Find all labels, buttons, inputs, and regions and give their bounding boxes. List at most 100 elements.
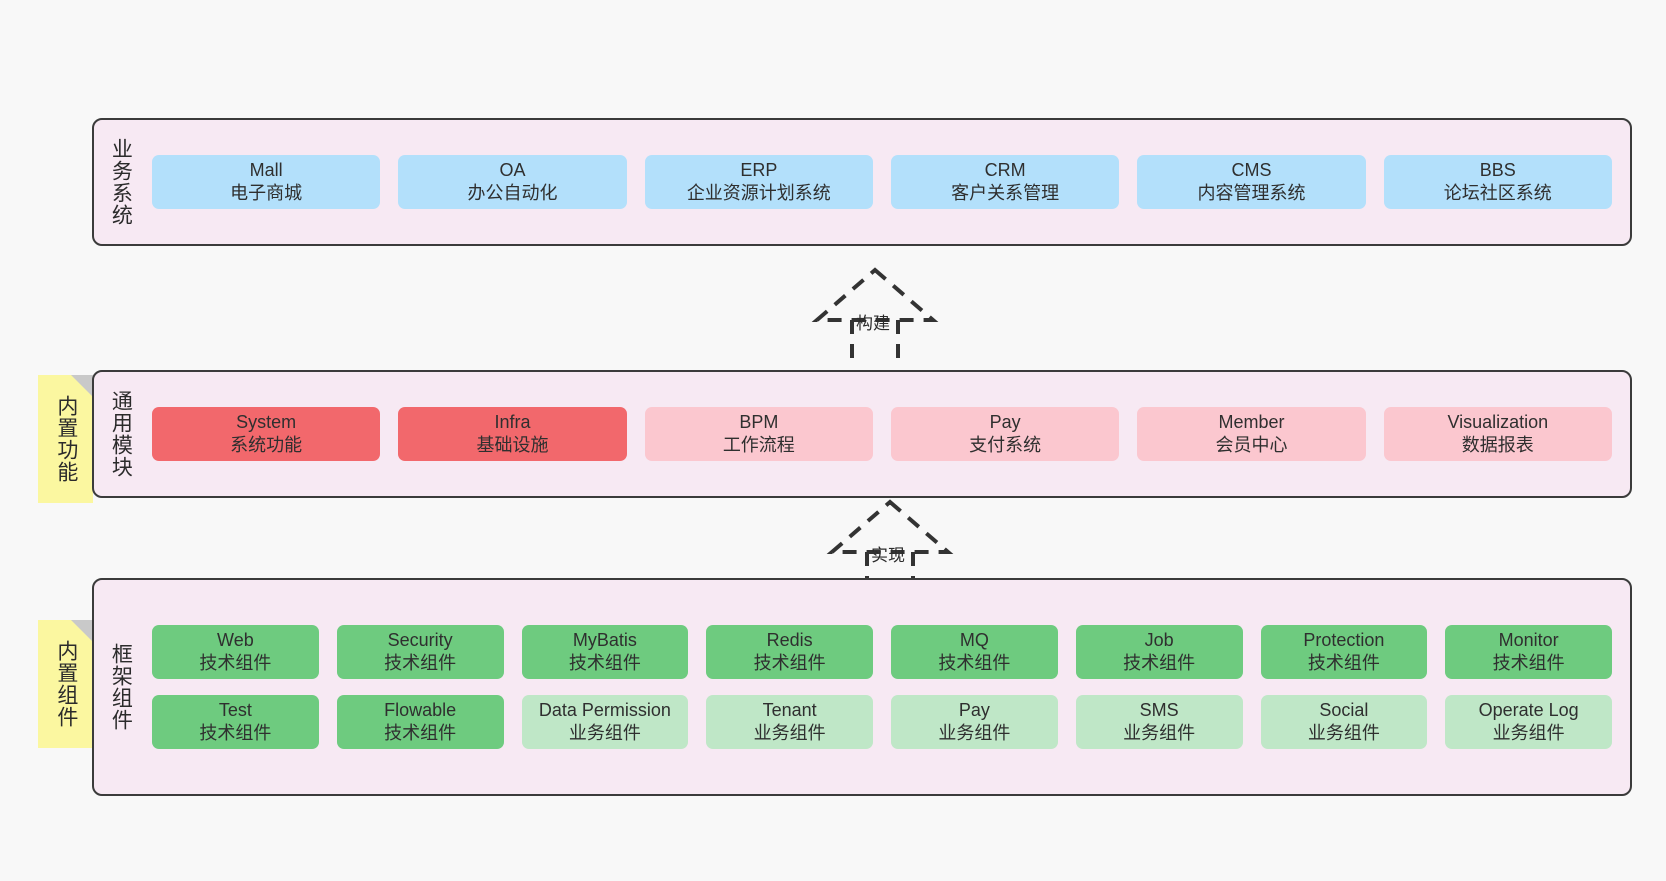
card-subtitle: 业务组件: [568, 723, 641, 744]
layer-business-systems: 业务系统 Mall 电子商城 OA 办公自动化 ERP 企业资源计划系统 CRM…: [92, 118, 1632, 246]
layer-body-common-modules: System 系统功能 Infra 基础设施 BPM 工作流程 Pay 支付系统…: [146, 372, 1630, 496]
card-pay[interactable]: Pay 支付系统: [890, 406, 1120, 462]
connector-build: 构建: [800, 267, 950, 358]
card-title: Security: [387, 629, 453, 650]
card-subtitle: 业务组件: [753, 723, 826, 744]
card-mall[interactable]: Mall 电子商城: [152, 154, 381, 210]
card-infra[interactable]: Infra 基础设施: [398, 406, 627, 462]
card-oa[interactable]: OA 办公自动化: [398, 154, 627, 210]
card-title: Social: [1319, 700, 1369, 720]
card-subtitle: 会员中心: [1215, 435, 1288, 455]
card-flowable[interactable]: Flowable 技术组件: [336, 695, 504, 750]
card-subtitle: 技术组件: [199, 723, 272, 744]
card-title: Monitor: [1498, 629, 1559, 650]
card-subtitle: 技术组件: [384, 652, 457, 673]
card-subtitle: 电子商城: [230, 183, 303, 203]
card-crm[interactable]: CRM 客户关系管理: [890, 154, 1120, 210]
card-title: Visualization: [1447, 411, 1549, 432]
card-subtitle: 业务组件: [1307, 723, 1380, 744]
card-security[interactable]: Security 技术组件: [336, 624, 504, 679]
card-subtitle: 技术组件: [938, 652, 1011, 673]
card-data-permission[interactable]: Data Permission 业务组件: [521, 695, 689, 750]
card-sms[interactable]: SMS 业务组件: [1075, 695, 1243, 750]
card-subtitle: 技术组件: [384, 723, 457, 744]
card-title: Redis: [766, 629, 813, 650]
card-title: Job: [1144, 629, 1174, 650]
card-subtitle: 办公自动化: [467, 183, 558, 203]
card-title: OA: [499, 159, 526, 180]
card-subtitle: 内容管理系统: [1197, 183, 1306, 203]
card-subtitle: 工作流程: [722, 435, 795, 455]
card-system[interactable]: System 系统功能: [152, 406, 381, 462]
note-builtin-features: 内置功能: [38, 375, 93, 503]
card-erp[interactable]: ERP 企业资源计划系统: [644, 154, 873, 210]
card-mq[interactable]: MQ 技术组件: [891, 624, 1058, 679]
card-title: Pay: [958, 700, 990, 720]
card-bpm[interactable]: BPM 工作流程: [644, 406, 873, 462]
card-cms[interactable]: CMS 内容管理系统: [1137, 154, 1366, 210]
card-title: Mall: [249, 159, 283, 180]
layer-label-framework-components: 框架组件: [109, 643, 133, 731]
card-mybatis[interactable]: MyBatis 技术组件: [521, 624, 689, 679]
card-subtitle: 业务组件: [938, 723, 1011, 744]
layer-framework-components: 框架组件 Web 技术组件 Security 技术组件 MyBatis 技术组件…: [92, 578, 1632, 796]
note-label: 内置组件: [54, 640, 78, 728]
card-social[interactable]: Social 业务组件: [1260, 695, 1428, 750]
page-fold-icon: [71, 620, 93, 642]
card-title: MyBatis: [572, 629, 637, 650]
card-subtitle: 企业资源计划系统: [686, 183, 831, 203]
card-redis[interactable]: Redis 技术组件: [706, 624, 873, 679]
card-title: BPM: [739, 411, 779, 432]
note-builtin-components: 内置组件: [38, 620, 93, 748]
card-visualization[interactable]: Visualization 数据报表: [1383, 406, 1612, 462]
layer-body-framework-components: Web 技术组件 Security 技术组件 MyBatis 技术组件 Redi…: [146, 580, 1630, 794]
card-protection[interactable]: Protection 技术组件: [1260, 624, 1428, 679]
card-subtitle: 业务组件: [1492, 723, 1565, 744]
card-tenant[interactable]: Tenant 业务组件: [706, 695, 873, 750]
card-title: Member: [1218, 411, 1285, 432]
connector-label-build: 构建: [856, 314, 890, 333]
card-title: Operate Log: [1478, 700, 1579, 720]
framework-row-business: Test 技术组件 Flowable 技术组件 Data Permission …: [152, 695, 1612, 750]
card-pay-business[interactable]: Pay 业务组件: [891, 695, 1058, 750]
card-subtitle: 技术组件: [1123, 652, 1196, 673]
card-subtitle: 数据报表: [1461, 435, 1534, 455]
card-subtitle: 论坛社区系统: [1443, 183, 1552, 203]
card-title: SMS: [1139, 700, 1179, 720]
card-title: Flowable: [384, 700, 457, 720]
card-test[interactable]: Test 技术组件: [152, 695, 319, 750]
card-subtitle: 业务组件: [1123, 723, 1196, 744]
card-web[interactable]: Web 技术组件: [152, 624, 319, 679]
card-member[interactable]: Member 会员中心: [1137, 406, 1366, 462]
generalization-shaft: [850, 320, 900, 358]
card-title: Web: [217, 629, 254, 650]
card-monitor[interactable]: Monitor 技术组件: [1445, 624, 1612, 679]
card-subtitle: 技术组件: [1307, 652, 1380, 673]
card-bbs[interactable]: BBS 论坛社区系统: [1383, 154, 1612, 210]
layer-body-business-systems: Mall 电子商城 OA 办公自动化 ERP 企业资源计划系统 CRM 客户关系…: [146, 120, 1630, 244]
card-subtitle: 系统功能: [230, 435, 303, 455]
card-subtitle: 客户关系管理: [951, 183, 1060, 203]
card-title: Tenant: [762, 700, 817, 720]
framework-row-technical: Web 技术组件 Security 技术组件 MyBatis 技术组件 Redi…: [152, 624, 1612, 679]
note-label: 内置功能: [54, 395, 78, 483]
card-title: CMS: [1231, 159, 1272, 180]
card-title: Test: [218, 700, 252, 720]
card-subtitle: 技术组件: [568, 652, 641, 673]
card-job[interactable]: Job 技术组件: [1075, 624, 1243, 679]
card-title: System: [236, 411, 297, 432]
connector-implement: 实现: [815, 499, 965, 590]
card-subtitle: 技术组件: [199, 652, 272, 673]
card-title: Protection: [1303, 629, 1385, 650]
card-subtitle: 支付系统: [969, 435, 1042, 455]
card-subtitle: 技术组件: [753, 652, 826, 673]
layer-label-business-systems: 业务系统: [109, 138, 133, 226]
card-title: Data Permission: [538, 700, 671, 720]
card-operate-log[interactable]: Operate Log 业务组件: [1445, 695, 1612, 750]
card-subtitle: 技术组件: [1492, 652, 1565, 673]
layer-label-common-modules: 通用模块: [109, 390, 133, 478]
card-title: ERP: [740, 159, 778, 180]
card-title: CRM: [984, 159, 1026, 180]
card-title: Infra: [494, 411, 531, 432]
